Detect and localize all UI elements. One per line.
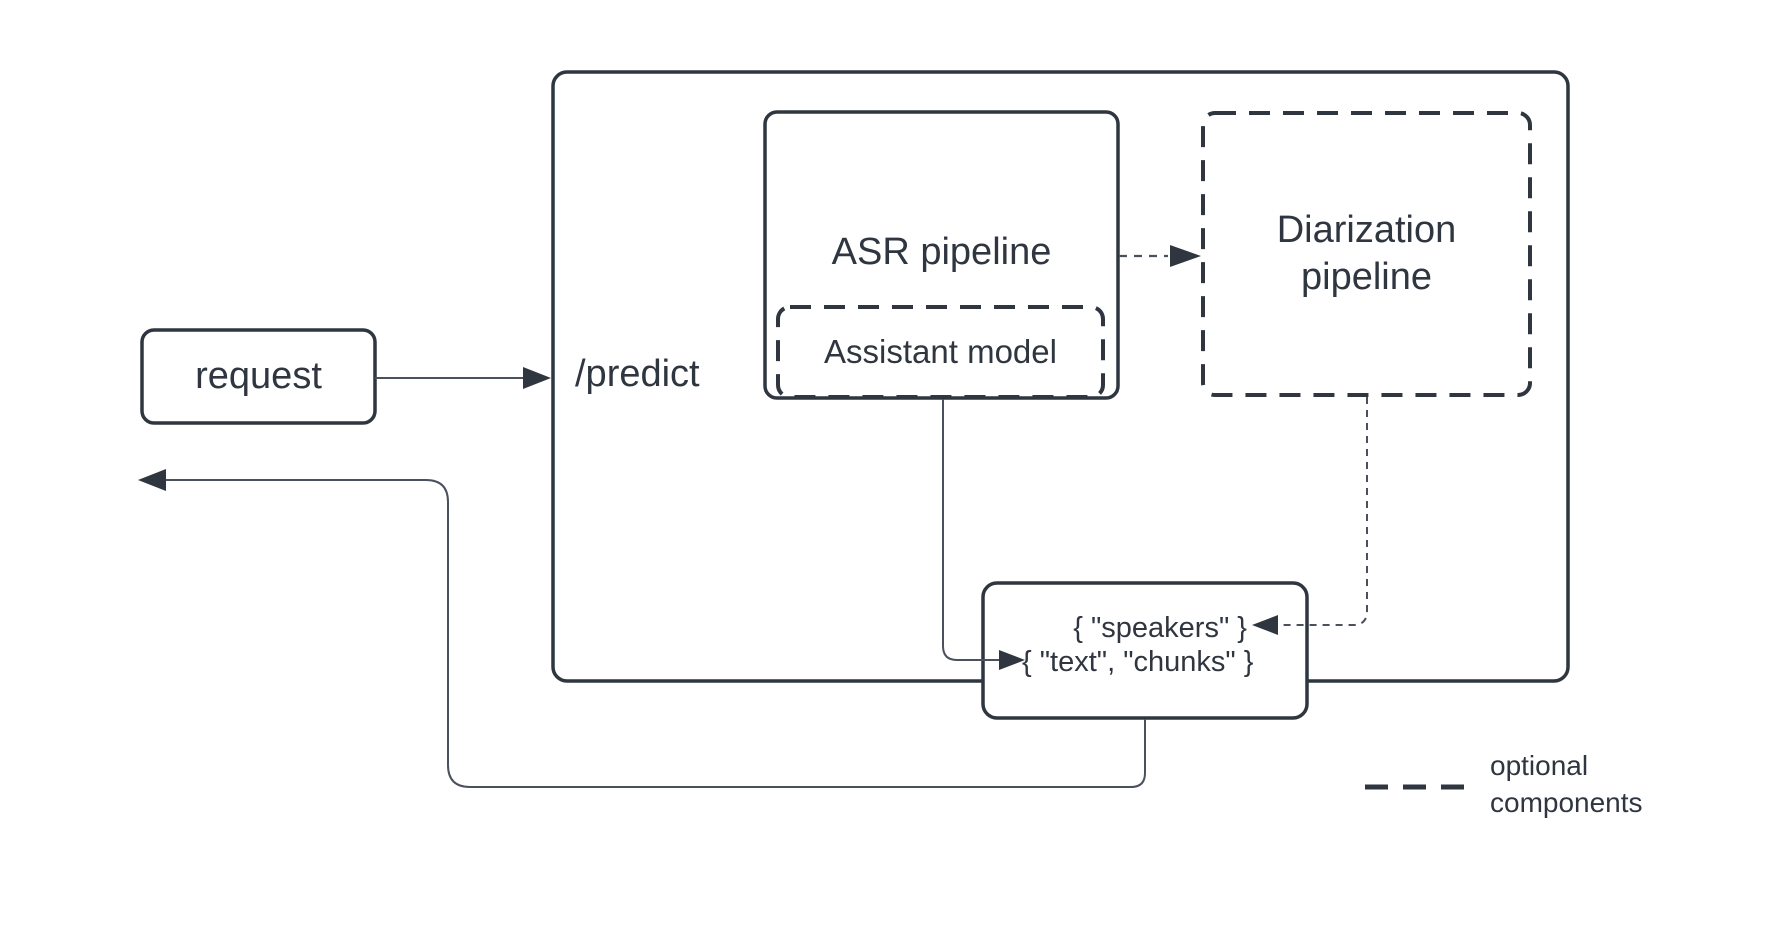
edge-asr-to-response [942, 399, 1025, 670]
asr-pipeline-label: ASR pipeline [831, 231, 1052, 273]
diarization-pipeline-box [1201, 111, 1532, 397]
assistant-model-box [776, 305, 1105, 399]
edge-diarization-to-response [1252, 397, 1368, 635]
response-box [981, 581, 1309, 720]
edge-request-to-predict [375, 367, 551, 389]
legend-optional-components-label: optional components [1490, 750, 1643, 818]
diarization-pipeline-label: Diarization pipeline [1276, 208, 1457, 298]
predict-container-label: /predict [575, 353, 700, 395]
edge-asr-to-diarization [1119, 245, 1201, 267]
request-node-label: request [195, 354, 322, 397]
response-speakers-text: { "speakers" } [1073, 612, 1247, 644]
request-box [140, 328, 377, 425]
assistant-model-label: Assistant model [824, 333, 1057, 371]
edge-response-to-request [138, 469, 1146, 788]
response-text-chunks-text: { "text", "chunks" } [1022, 646, 1254, 678]
